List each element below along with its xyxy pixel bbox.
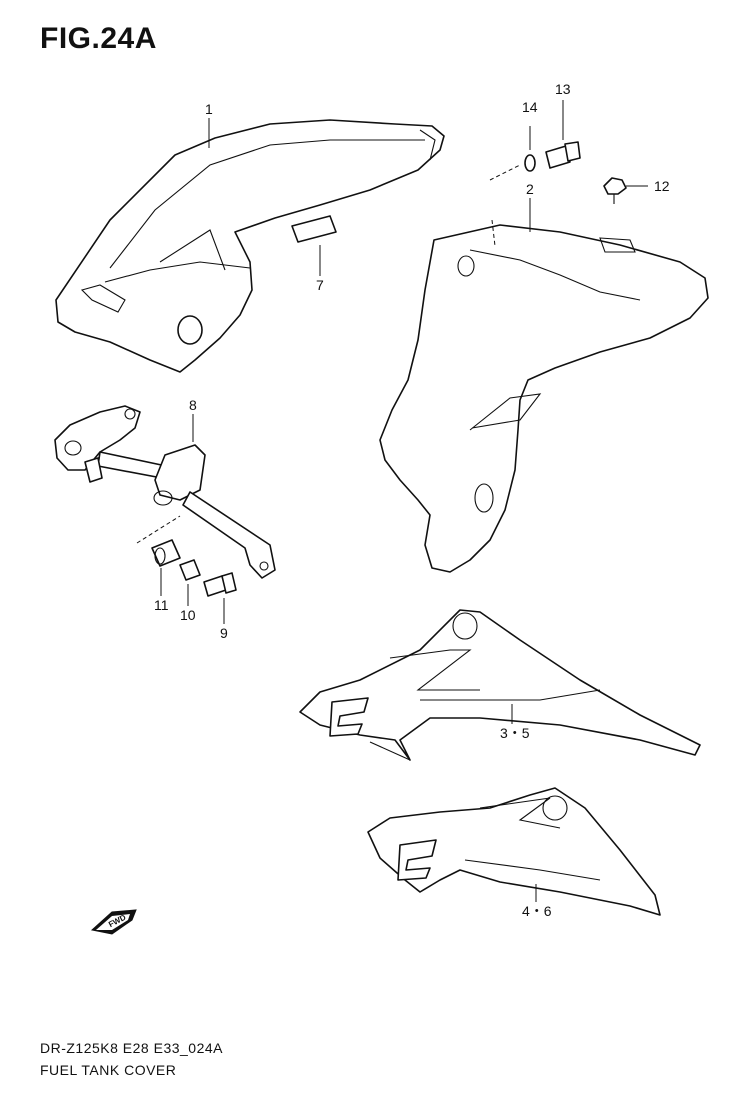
part-4-6-decal[interactable] xyxy=(367,787,661,916)
part-2-side-cover[interactable] xyxy=(379,224,709,573)
callout-8: 8 xyxy=(189,397,197,413)
callout-4-6: 4・6 xyxy=(522,903,552,919)
callout-7: 7 xyxy=(316,277,324,293)
part-11-grommet[interactable] xyxy=(151,539,181,567)
part-10-collar[interactable] xyxy=(179,559,201,581)
part-9-bolt[interactable] xyxy=(203,572,237,597)
part-13-bolt[interactable] xyxy=(545,141,581,169)
callout-13: 13 xyxy=(555,81,571,97)
callout-11: 11 xyxy=(154,597,169,613)
part-1-tank-cover-upper[interactable] xyxy=(55,119,445,373)
callout-10: 10 xyxy=(180,607,196,623)
callout-3-5: 3・5 xyxy=(500,725,530,741)
model-code: DR-Z125K8 E28 E33_024A xyxy=(40,1040,223,1056)
diagram-name: FUEL TANK COVER xyxy=(40,1062,177,1078)
part-12-clip[interactable] xyxy=(603,177,627,204)
fwd-arrow-icon: FWD xyxy=(90,909,137,935)
leader-lines xyxy=(136,100,648,902)
part-7-pad[interactable] xyxy=(291,215,337,243)
callout-14: 14 xyxy=(522,99,538,115)
part-14-washer[interactable] xyxy=(524,154,536,172)
part-8-bracket[interactable] xyxy=(54,405,276,579)
part-3-5-decal[interactable] xyxy=(299,609,701,761)
callout-1: 1 xyxy=(205,101,213,117)
callout-9: 9 xyxy=(220,625,228,641)
callout-2: 2 xyxy=(526,181,534,197)
figure-title: FIG.24A xyxy=(40,22,157,55)
callout-12: 12 xyxy=(654,178,670,194)
